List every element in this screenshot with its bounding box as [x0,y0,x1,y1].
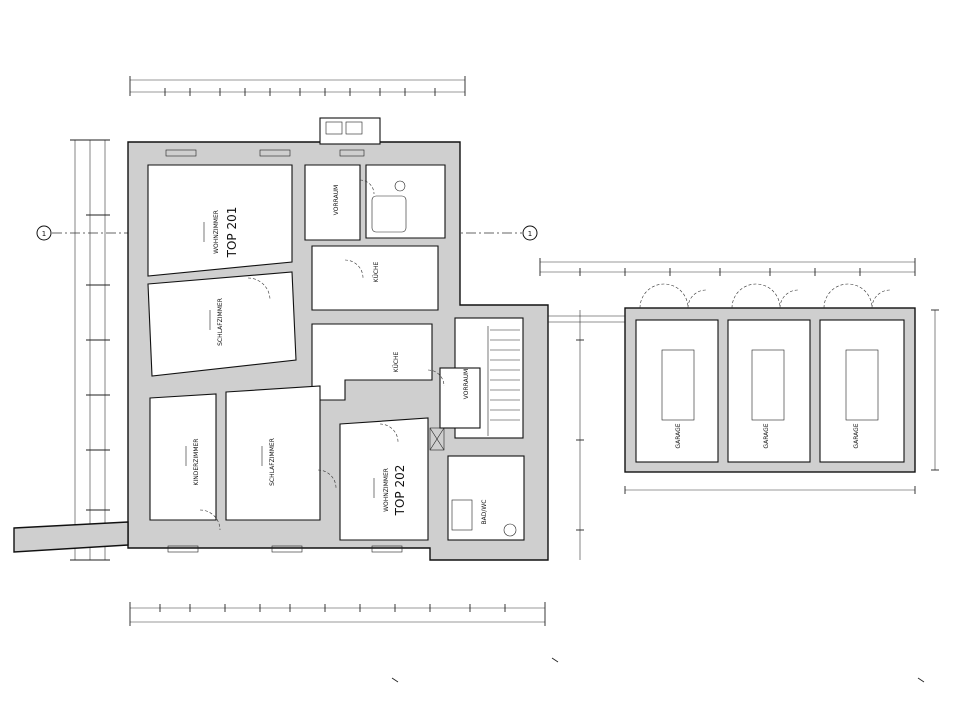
room-vorraum-b [439,367,481,429]
car-1 [661,349,695,421]
main-building: TOP 201 WOHNZIMMER TOP 202 WOHNZIMMER SC… [13,117,549,561]
unit-label-top202: TOP 202 [393,465,407,517]
room-wohnzimmer-top201 [147,164,293,277]
room-bad [447,455,525,541]
room-label-vorraum-a: VORRAUM [333,185,340,216]
room-label-vorraum-b: VORRAUM [463,369,470,400]
unit-label-top201: TOP 201 [225,207,239,259]
garage-bay-2 [727,319,811,463]
car-2 [751,349,785,421]
room-wohnzimmer-top202 [339,417,429,541]
section-marks [391,657,925,683]
window-markers [165,149,403,553]
room-label-wohnzimmer-202: WOHNZIMMER [383,468,390,512]
axis-label-right: 1 [528,230,532,238]
dimension-lines-garage [539,258,939,560]
axis-label-left: 1 [42,230,46,238]
dimension-lines-top [129,76,466,96]
garage-bay-3 [819,319,905,463]
door-swings [199,179,445,531]
room-schlafzimmer-a [147,271,297,377]
garage-bay-1 [635,319,719,463]
room-label-schlafzimmer-a: SCHLAFZIMMER [217,298,224,346]
garage-label-3: GARAGE [853,423,860,448]
chimney [319,117,381,145]
dimension-lines-left [70,139,110,561]
bath-fixtures [371,180,517,537]
room-vorraum-a [304,164,361,241]
car-3 [845,349,879,421]
room-kinderzimmer [149,393,217,521]
garage-label-1: GARAGE [675,423,682,448]
garage-label-2: GARAGE [763,423,770,448]
room-label-kueche-a: KÜCHE [373,261,380,282]
dimension-lines-bottom [129,602,546,626]
room-bath-top [365,164,446,239]
stair-treads [487,326,520,436]
room-kueche-a [311,245,439,311]
room-label-kinderzimmer: KINDERZIMMER [193,439,200,486]
room-label-schlafzimmer-b: SCHLAFZIMMER [269,438,276,486]
room-label-kueche-b: KÜCHE [393,351,400,372]
garage-building: GARAGE GARAGE GARAGE [548,283,916,473]
room-label-bad: BAD/WC [481,500,488,525]
room-label-wohnzimmer-201: WOHNZIMMER [213,210,220,254]
entrance-ramp [13,521,129,553]
room-schlafzimmer-b [225,385,321,521]
area-annotations [185,222,375,498]
